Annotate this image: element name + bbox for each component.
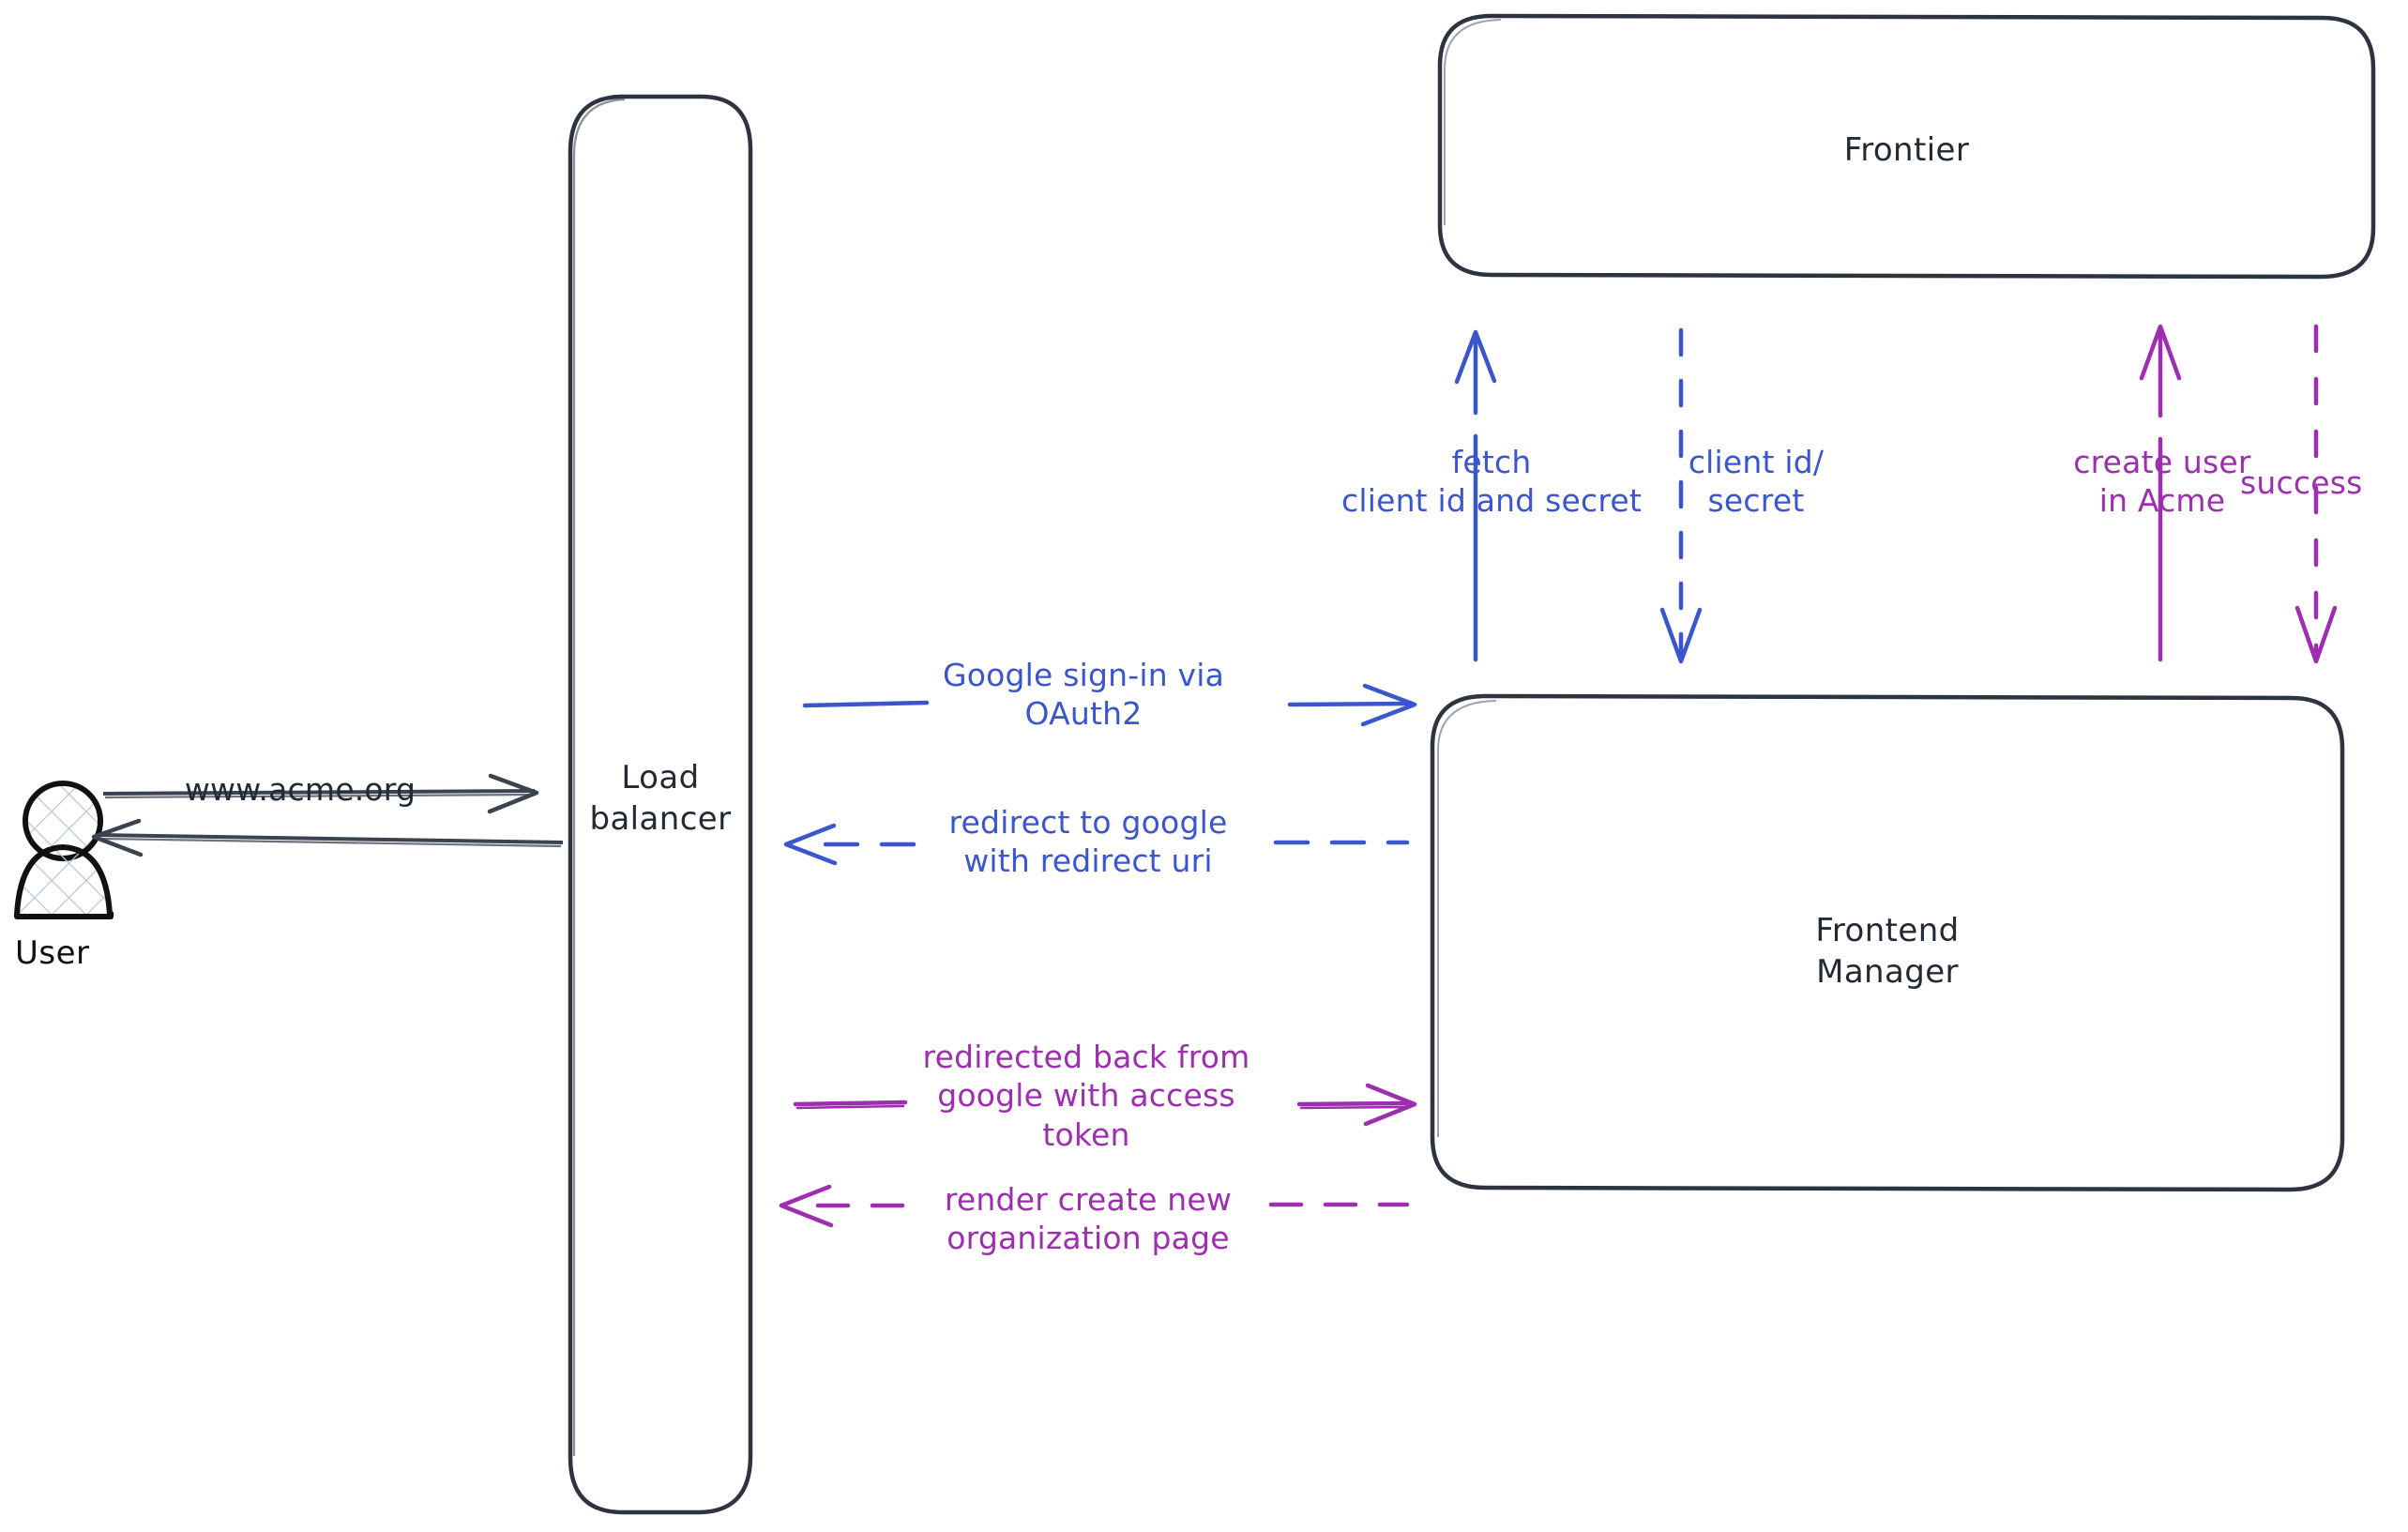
edge-redirected-back — [793, 1083, 1417, 1127]
edge-label-create-user: create user in Acme — [2073, 444, 2251, 520]
user-actor-caption: User — [15, 934, 90, 972]
edge-redirect-to-google — [783, 823, 1410, 866]
node-frontier-shape[interactable] — [1437, 13, 2376, 280]
user-actor-icon[interactable] — [14, 781, 114, 919]
edge-label-render-create-org: render create new organization page — [944, 1181, 1233, 1257]
edge-render-create-org — [779, 1184, 1410, 1228]
edge-lb-to-user — [91, 818, 564, 857]
node-frontend-manager-shape[interactable] — [1430, 693, 2345, 1192]
edge-google-signin — [802, 683, 1417, 727]
edge-label-client-id-secret: client id/ secret — [1688, 444, 1825, 520]
edge-label-fetch-client-id: fetch client id and secret — [1340, 444, 1643, 520]
edge-user-to-lb — [102, 773, 539, 814]
edge-client-id-secret — [1659, 327, 1703, 664]
edge-label-google-signin: Google sign-in via OAuth2 — [942, 657, 1225, 733]
node-load-balancer-shape[interactable] — [568, 94, 753, 1515]
edge-label-www-acme-org: www.acme.org — [184, 771, 416, 808]
edge-label-success: success — [2240, 464, 2363, 501]
edge-label-redirect-to-google: redirect to google with redirect uri — [948, 804, 1228, 880]
edge-create-user — [2139, 324, 2182, 662]
edge-success — [2294, 324, 2338, 664]
edge-label-redirected-back: redirected back from google with access … — [922, 1039, 1250, 1153]
edge-fetch-client-id — [1454, 329, 1497, 662]
